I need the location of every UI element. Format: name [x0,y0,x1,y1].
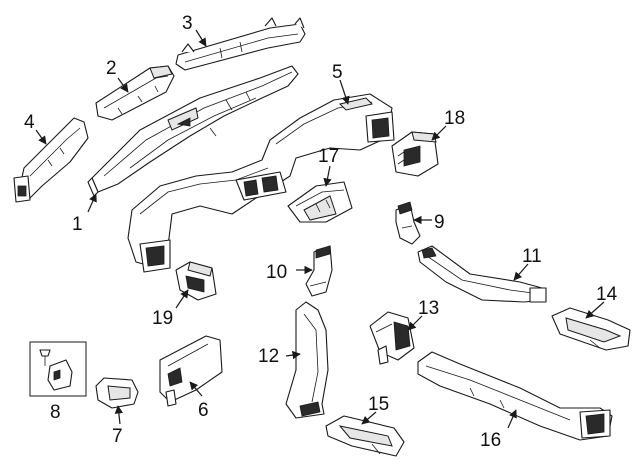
part-2-side-defroster-duct[interactable] [95,65,175,121]
callout-labels: 3 2 4 1 5 18 17 9 10 11 14 13 12 15 16 1… [24,13,618,451]
part-12-vertical-duct[interactable] [285,301,329,419]
callout-19: 19 [152,308,173,329]
part-8-clip-kit[interactable] [29,341,87,397]
callout-7: 7 [112,426,123,447]
part-10-connector-duct[interactable] [305,245,333,297]
part-3-defroster-duct[interactable] [175,17,306,71]
callout-13: 13 [418,298,439,319]
leader-lines [35,29,605,429]
part-7-bracket[interactable] [95,377,139,409]
part-18-vent-outlet[interactable] [391,131,439,177]
part-5-center-duct[interactable] [127,93,395,273]
part-13-connector-duct[interactable] [369,311,415,365]
part-16-floor-duct[interactable] [417,351,613,441]
callout-8: 8 [50,402,61,423]
callout-12: 12 [258,346,279,367]
callout-17: 17 [318,146,339,167]
part-15-rear-floor-duct[interactable] [325,415,405,457]
part-6-center-outlet[interactable] [159,335,223,407]
callout-3: 3 [182,13,193,34]
part-14-floor-vent[interactable] [551,307,631,351]
part-11-rear-duct[interactable] [417,245,547,303]
callout-10: 10 [266,262,287,283]
callout-2: 2 [106,58,117,79]
part-9-connector-duct[interactable] [395,201,421,245]
callout-14: 14 [596,284,618,305]
part-19-outlet-duct[interactable] [175,261,217,301]
callout-16: 16 [480,430,501,451]
part-4-side-vent-duct[interactable] [13,117,89,203]
callout-5: 5 [332,62,343,83]
part-17-floor-duct[interactable] [287,181,353,223]
callout-15: 15 [368,394,389,415]
part-1-panel-duct[interactable] [87,65,299,197]
callout-18: 18 [444,108,465,129]
callout-11: 11 [522,246,542,267]
callout-4: 4 [24,112,35,133]
callout-1: 1 [72,214,83,235]
callout-9: 9 [434,212,445,233]
callout-6: 6 [198,400,209,421]
